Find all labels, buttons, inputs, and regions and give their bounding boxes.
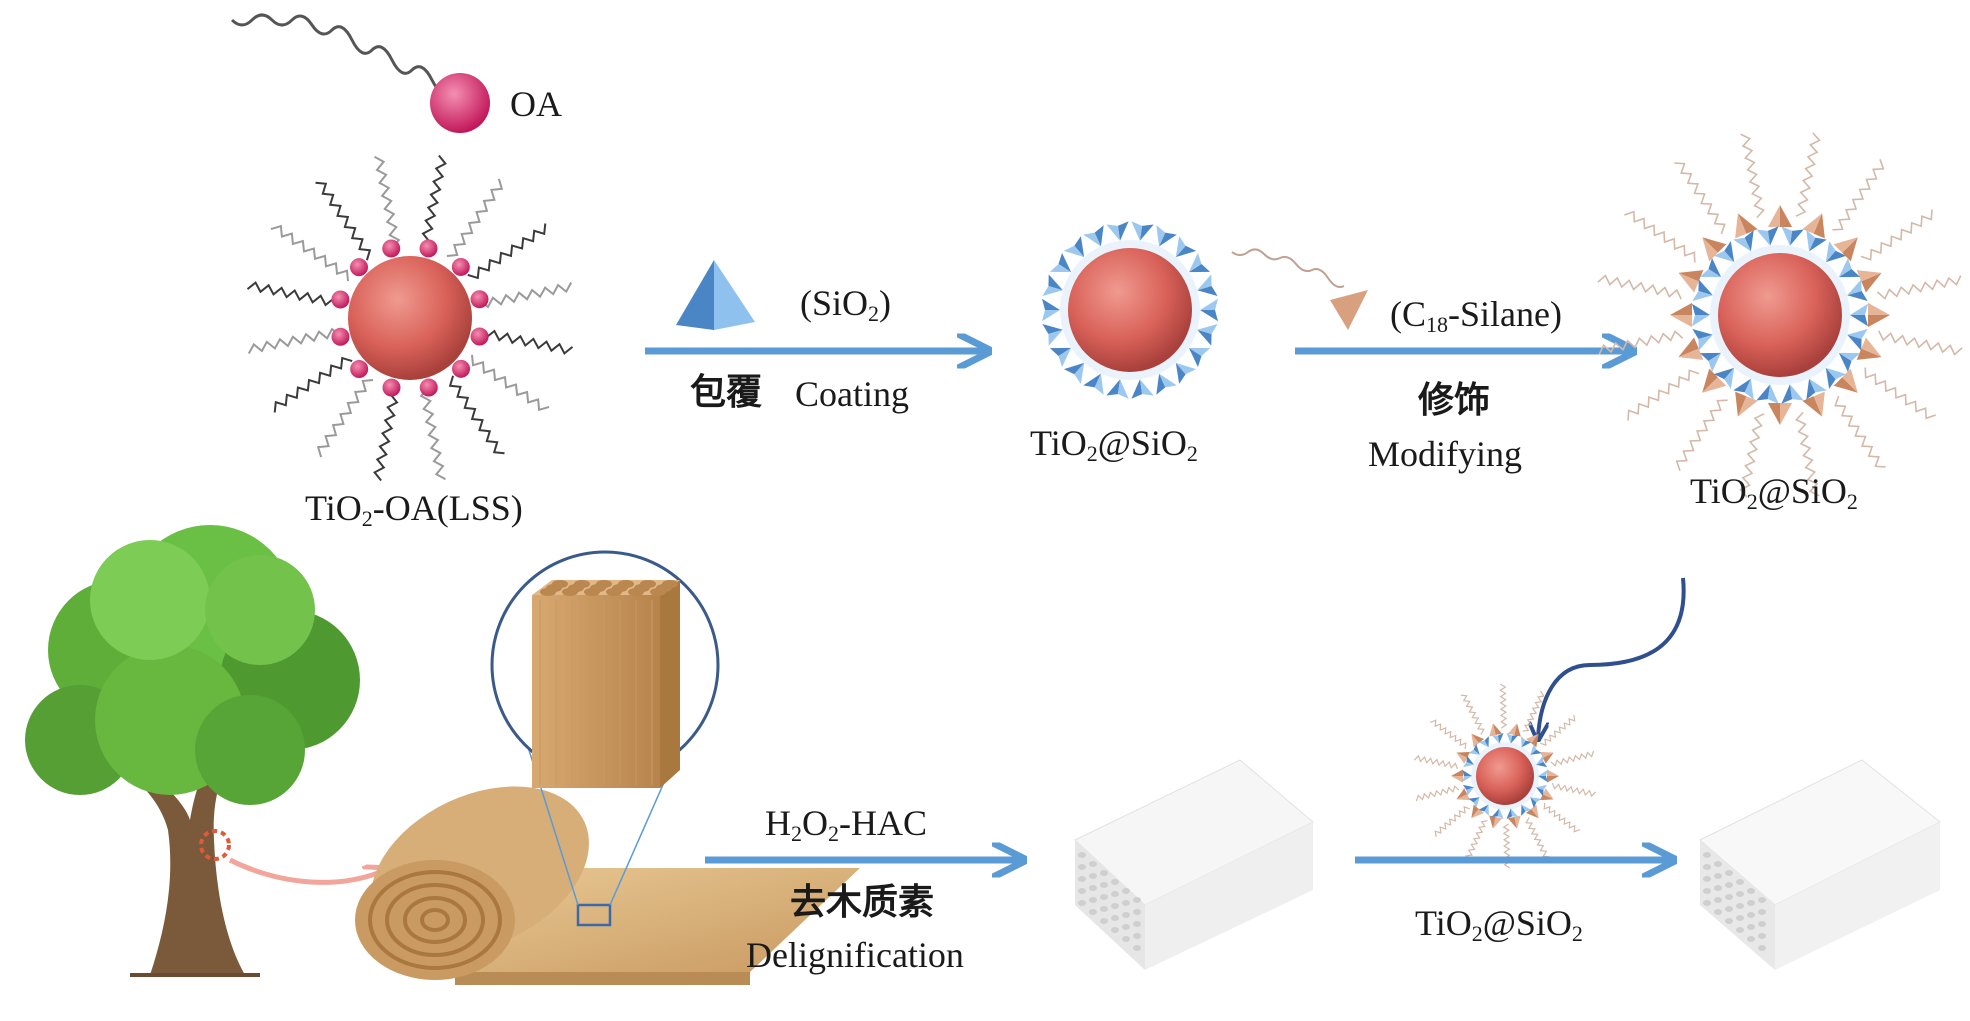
oxidant-label: H2O2-HAC: [765, 803, 927, 846]
treated-wood-icon: [1699, 759, 1941, 970]
delignified-wood-icon: [1074, 759, 1314, 970]
core-shell-label-2: TiO2@SiO2: [1690, 471, 1858, 514]
core-shell-label-3: TiO2@SiO2: [1415, 903, 1583, 946]
modifying-en-label: Modifying: [1368, 434, 1523, 474]
oa-molecule-icon: [230, 13, 490, 133]
modifying-cn-label: 修饰: [1418, 380, 1491, 421]
curved-arrow: [1538, 577, 1686, 738]
tree-icon: [25, 525, 360, 977]
delignification-en-label: Delignification: [746, 935, 964, 975]
coating-cn-label: 包覆: [690, 372, 763, 413]
sio2-pyramid-icon: [676, 260, 755, 330]
delignification-cn-label: 去木质素: [790, 882, 935, 923]
tio2-sio2-nanoparticle-icon: [1042, 221, 1218, 399]
wood-roll-icon: [355, 727, 860, 985]
sio2-reagent-label: (SiO2): [800, 283, 892, 326]
oa-label: OA: [510, 84, 562, 124]
wood-cube-icon: [490, 550, 720, 788]
silane-icon: [1231, 248, 1368, 330]
precursor-label: TiO2-OA(LSS): [305, 488, 523, 531]
small-modified-nanoparticle-icon: [1413, 683, 1597, 869]
modified-tio2-sio2-nanoparticle-icon: [1597, 132, 1963, 498]
tio2-oa-nanoparticle-icon: [246, 154, 574, 482]
sample-arrow: [228, 857, 385, 882]
coating-en-label: Coating: [795, 374, 909, 414]
core-shell-label-1: TiO2@SiO2: [1030, 423, 1198, 466]
silane-reagent-label: (C18-Silane): [1390, 294, 1562, 337]
